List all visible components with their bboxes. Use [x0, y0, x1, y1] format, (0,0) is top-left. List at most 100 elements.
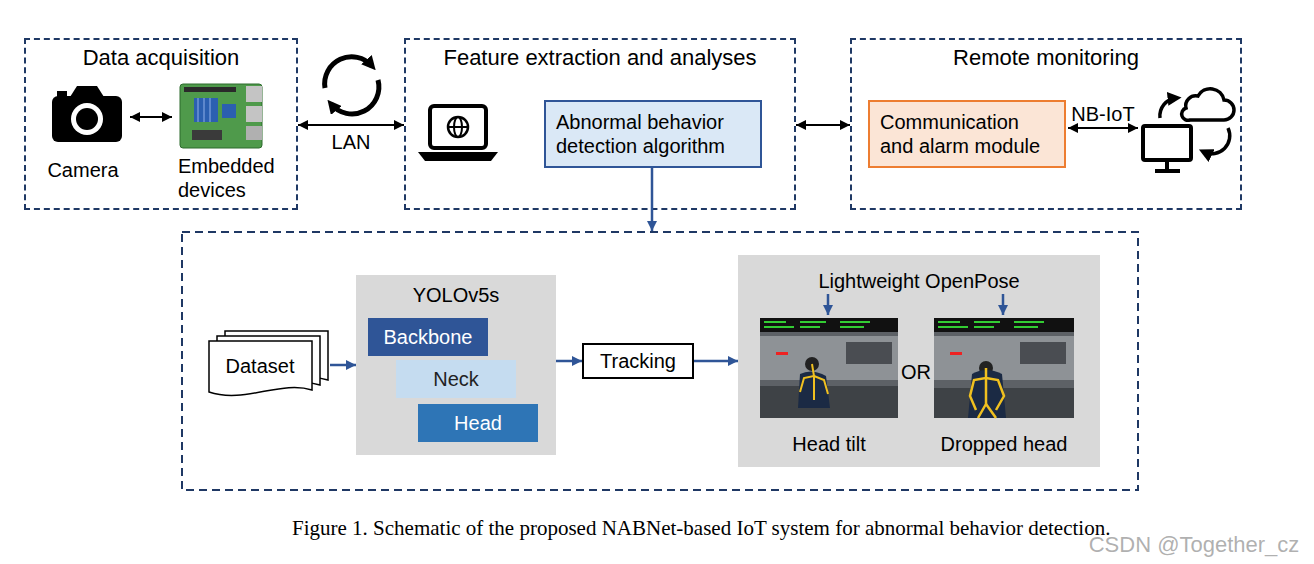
cloud-monitor-icon-part [1155, 169, 1180, 173]
head-tilt-photo-part [800, 364, 814, 392]
detail-group-box-part [182, 232, 1138, 490]
group-box: Remote monitoringCommunication and alarm… [850, 38, 1242, 210]
embedded-board-image-part [246, 106, 262, 122]
camera-icon-part [70, 86, 104, 97]
connector-arrow [298, 124, 404, 126]
embedded-board-image-part [246, 86, 262, 102]
dropped-head-photo-part [934, 318, 1074, 332]
camera-icon-part [71, 103, 103, 135]
connector-arrow [330, 364, 356, 367]
embedded-board-image-part [184, 87, 236, 92]
head-tilt-photo-part [813, 376, 815, 400]
pose-pointer-arrows-part [1002, 294, 1005, 315]
head-tilt-photo [760, 318, 898, 418]
dropped-head-photo-part [986, 378, 1004, 410]
head-tilt-photo-part [800, 326, 820, 328]
cloud-monitor-icon-part [1165, 160, 1169, 170]
laptop-icon [418, 106, 498, 161]
head-tilt-photo-part [760, 386, 898, 418]
dropped-head-photo-part [968, 370, 1006, 418]
head-tilt-photo-part [764, 321, 786, 323]
figure-caption: Figure 1. Schematic of the proposed NABN… [292, 516, 1110, 541]
layer-block: Neck [396, 360, 516, 398]
camera-icon-part [57, 91, 67, 97]
embedded-board-image-part [209, 98, 211, 122]
head-tilt-photo-part [760, 318, 898, 418]
node-text: Head [454, 411, 502, 435]
detail-arrow [652, 168, 653, 231]
detail-arrow-part [651, 168, 654, 231]
camera-icon [52, 86, 122, 142]
dropped-head-photo-part [1020, 342, 1066, 364]
cloud-monitor-icon-part [1143, 126, 1191, 160]
dropped-head-photo-part [938, 321, 960, 323]
dropped-head-photo-part [974, 321, 1000, 323]
node-text: Camera [47, 158, 118, 182]
node-text: Embedded devices [178, 154, 288, 202]
connector-arrow [130, 116, 172, 118]
node-text: Abnormal behavior detection algorithm [556, 110, 750, 158]
document-stack: Dataset [208, 330, 330, 398]
pose-pointer-arrows [828, 294, 1003, 315]
pose-panel: Lightweight OpenPoseHead tiltDropped hea… [738, 255, 1100, 467]
head-tilt-photo-part [764, 326, 794, 328]
connector-label: LAN [332, 131, 371, 154]
node-text: Dataset [226, 354, 295, 378]
node-text: Data acquisition [83, 45, 240, 71]
head-tilt-photo-part [800, 321, 826, 323]
embedded-board-image [180, 84, 262, 148]
cloud-monitor-icon-part [1204, 128, 1230, 154]
process-box: Communication and alarm module [868, 100, 1066, 168]
layer-block: Backbone [368, 318, 488, 356]
result-image: Dropped head [934, 316, 1074, 458]
cloud-monitor-icon [1143, 89, 1234, 171]
camera-icon-part [76, 108, 98, 130]
connector-arrow [556, 360, 582, 363]
nbiot-arrow-part [1068, 127, 1138, 129]
node-text: Tracking [600, 349, 676, 373]
embedded-board-image-part [246, 126, 262, 140]
process-box: Abnormal behavior detection algorithm [544, 100, 762, 168]
embedded-board-image-part [222, 104, 236, 118]
node-text: Feature extraction and analyses [443, 45, 756, 71]
head-tilt-photo-part [805, 357, 819, 371]
dropped-head-photo-part [978, 378, 986, 418]
embedded-board-image-part [197, 98, 199, 122]
sync-arrows-icon-part [331, 80, 379, 114]
dropped-head-photo-part [970, 368, 986, 410]
cloud-monitor-icon-part [1182, 89, 1234, 121]
laptop-icon-part [448, 117, 468, 137]
dropped-head-photo-part [950, 352, 962, 355]
dropped-head-photo-part [934, 388, 1074, 418]
node-text: Communication and alarm module [880, 110, 1048, 158]
group-box: Feature extraction and analysesAbnormal … [404, 38, 796, 210]
watermark: CSDN @Together_cz [1089, 532, 1300, 558]
device-icon: Embedded devices [172, 80, 288, 204]
connector-arrow [694, 360, 738, 363]
result-image: Head tilt [760, 316, 898, 458]
detail-group-box [182, 232, 1138, 490]
head-tilt-photo-part [814, 376, 828, 394]
device-icon: Camera [36, 84, 130, 184]
dropped-head-photo-part [979, 361, 993, 375]
head-tilt-photo-part [840, 326, 864, 328]
head-tilt-photo-part [776, 352, 788, 355]
nbiot-arrow [1068, 128, 1138, 129]
model-panel: YOLOv5sBackboneNeckHead [356, 275, 556, 455]
pose-pointer-arrows-part [827, 294, 830, 315]
layer-block: Head [418, 404, 538, 442]
node-text: Neck [433, 367, 479, 391]
sync-arrows-icon-part [325, 57, 372, 88]
node-text: Backbone [384, 325, 473, 349]
dropped-head-photo-part [986, 404, 996, 418]
document-page [209, 341, 312, 395]
dropped-head-photo-part [1014, 321, 1044, 323]
node-text: Head tilt [792, 432, 865, 456]
cloud-monitor-icon-part [1160, 98, 1176, 118]
embedded-board-image-part [203, 98, 205, 122]
node-text: Remote monitoring [953, 45, 1139, 71]
embedded-board-image-part [180, 84, 262, 148]
